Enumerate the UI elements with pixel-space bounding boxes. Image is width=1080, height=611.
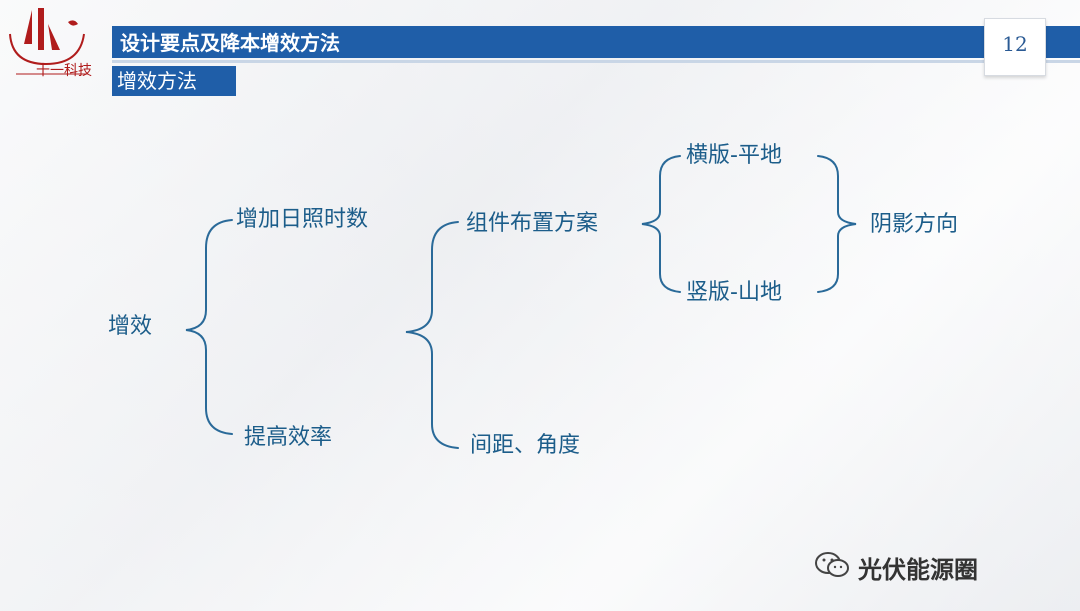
node-root: 增效 bbox=[108, 314, 153, 339]
node-landscape-flat: 横版-平地 bbox=[686, 143, 782, 168]
section-title: 增效方法 bbox=[117, 69, 197, 93]
company-logo bbox=[9, 8, 88, 75]
node-spacing-angle: 间距、角度 bbox=[470, 433, 581, 458]
node-shadow-direction: 阴影方向 bbox=[870, 212, 959, 237]
brace-root bbox=[185, 219, 233, 435]
brace-level2 bbox=[405, 221, 459, 449]
node-module-layout: 组件布置方案 bbox=[466, 211, 599, 236]
header-divider bbox=[112, 60, 1080, 63]
watermark: 光伏能源圈 bbox=[814, 548, 1054, 584]
header-bar bbox=[112, 26, 1080, 58]
logo-text: 十一科技 bbox=[36, 63, 92, 79]
page-number: 12 bbox=[1002, 32, 1028, 56]
node-improve-efficiency: 提高效率 bbox=[244, 425, 333, 450]
brace-level4 bbox=[817, 155, 857, 293]
brace-level3 bbox=[641, 155, 681, 293]
section-label-box bbox=[112, 66, 236, 96]
page-title: 设计要点及降本增效方法 bbox=[120, 31, 340, 55]
watermark-text: 光伏能源圈 bbox=[858, 556, 978, 584]
node-increase-sunshine: 增加日照时数 bbox=[236, 207, 369, 232]
wechat-icon bbox=[815, 552, 849, 577]
node-portrait-mountain: 竖版-山地 bbox=[686, 280, 782, 305]
page-number-box bbox=[984, 18, 1046, 76]
